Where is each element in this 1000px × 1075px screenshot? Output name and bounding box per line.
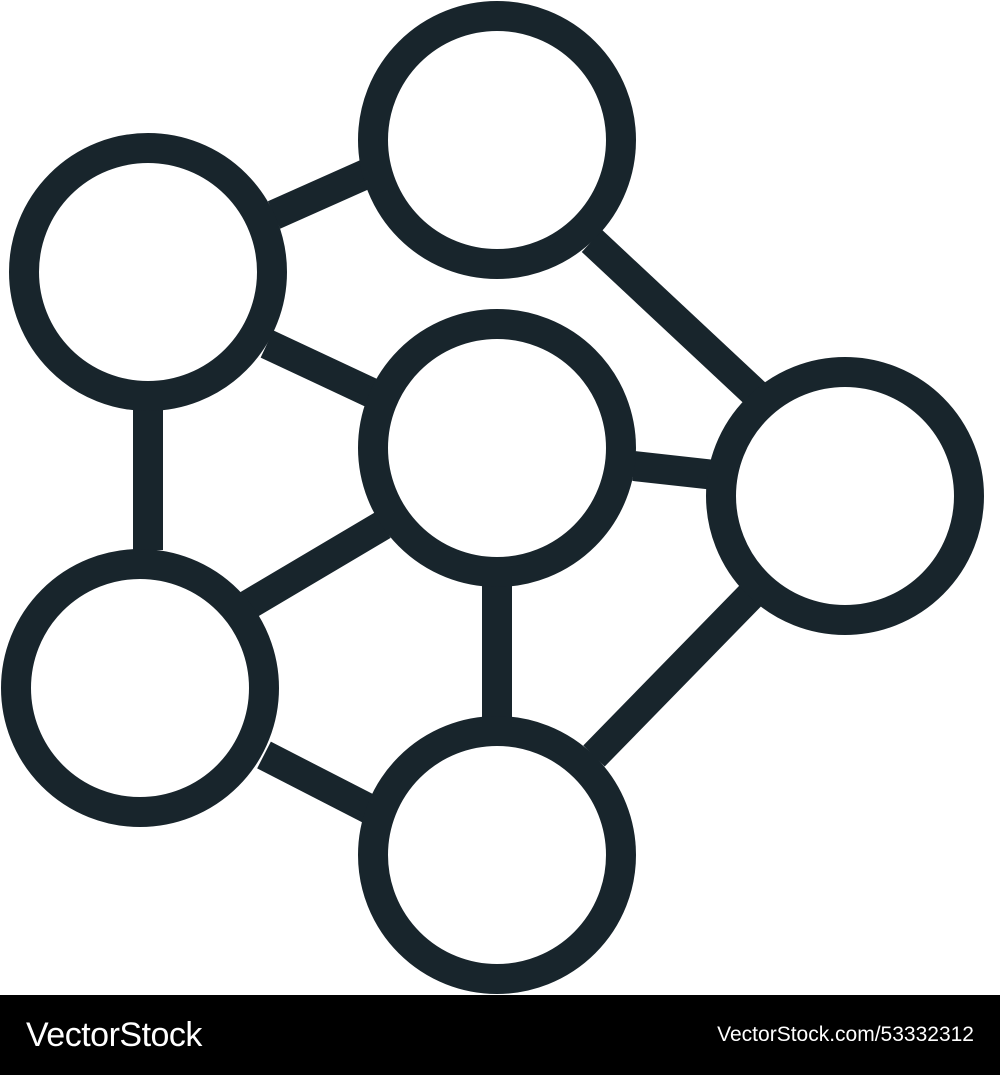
brand-name: VectorStock bbox=[26, 1015, 202, 1054]
network-nodes-icon bbox=[1, 1, 984, 994]
edge-top-to-right bbox=[581, 230, 771, 409]
edge-center-to-left-bottom bbox=[240, 512, 391, 618]
edge-left-top-to-center bbox=[260, 330, 385, 410]
node-right-circle bbox=[706, 357, 984, 635]
edge-left-bottom-to-bottom bbox=[257, 741, 382, 826]
node-left-top-circle bbox=[9, 133, 287, 411]
watermark-footer-bar: VectorStock VectorStock.com/53332312 bbox=[0, 995, 1000, 1075]
node-top-circle bbox=[358, 1, 636, 279]
edge-bottom-to-right bbox=[583, 577, 769, 767]
node-left-bottom-circle bbox=[1, 549, 279, 827]
edge-left-top-to-top bbox=[267, 156, 382, 229]
stock-id-text: VectorStock.com/53332312 bbox=[717, 1023, 974, 1046]
node-bottom-circle bbox=[358, 716, 636, 994]
node-center-circle bbox=[358, 309, 636, 587]
